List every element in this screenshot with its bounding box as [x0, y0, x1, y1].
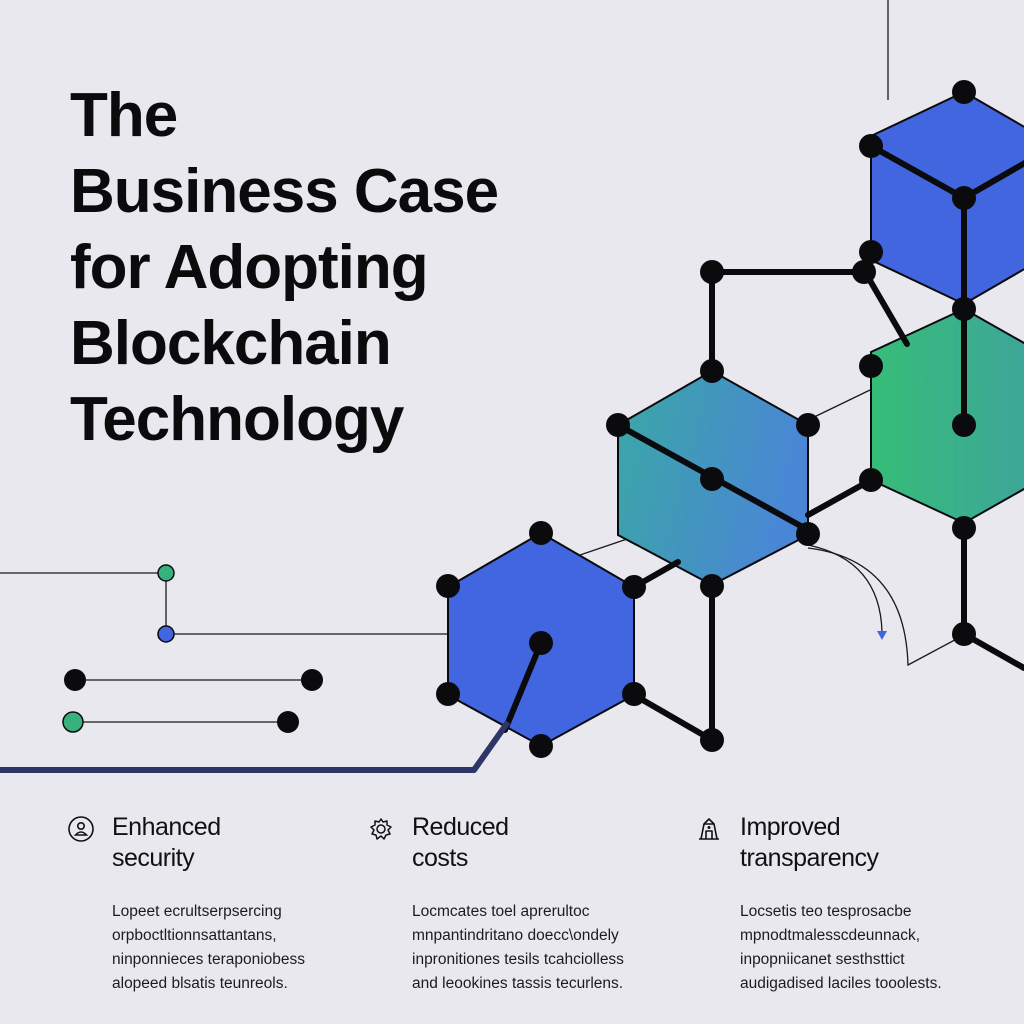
hex-block-right: [870, 307, 1024, 525]
feature-body-line: mnpantindritano doecc\ondely: [412, 927, 619, 944]
feature-body-line: audigadised laciles tooolests.: [740, 975, 942, 992]
feature-title-line: Enhanced: [112, 813, 221, 841]
accent-baseline: [0, 720, 511, 773]
feature-body-line: alopeed blsatis teunreols.: [112, 975, 288, 992]
feature-body-line: inpopniicanet sesthsttict: [740, 951, 905, 968]
building-icon: [699, 818, 719, 840]
feature-title-line: Improved: [740, 813, 841, 841]
feature-description: Lopeet ecrultserpsercing orpboctltionnsa…: [66, 900, 346, 996]
feature-reduced-costs: Reduced costs Locmcates toel aprerultoc …: [366, 812, 646, 996]
thin-connectors: [0, 0, 965, 723]
feature-body-line: and leookines tassis tecurlens.: [412, 975, 624, 992]
node-green: [62, 711, 84, 733]
feature-description: Locmcates toel aprerultoc mnpantindritan…: [366, 900, 646, 996]
feature-body-line: Locsetis teo tesprosacbe: [740, 903, 912, 920]
feature-description: Locsetis teo tesprosacbe mpnodtmalesscde…: [694, 900, 974, 996]
feature-body-line: mpnodtmalesscdeunnack,: [740, 927, 921, 944]
node-blue-small: [157, 625, 175, 643]
arrow-down-icon: [877, 631, 887, 640]
gear-coin-icon: [370, 818, 392, 840]
feature-title-line: security: [112, 844, 195, 872]
feature-title: Reduced costs: [412, 812, 509, 874]
page-title: The Business Case for Adopting Blockchai…: [70, 78, 499, 458]
feature-title-line: transparency: [740, 844, 879, 872]
hex-block-top-right: [870, 90, 1024, 306]
feature-title-line: Reduced: [412, 813, 509, 841]
feature-body-line: inpronitiones tesils tcahciolless: [412, 951, 624, 968]
title-line-3: for Adopting: [70, 233, 429, 302]
feature-body-line: Locmcates toel aprerultoc: [412, 903, 590, 920]
feature-body-line: ninponnieces teraponiobess: [112, 951, 306, 968]
title-line-5: Technology: [70, 385, 404, 454]
chain-nodes: [64, 80, 976, 758]
node-green-small: [157, 564, 175, 582]
lock-user-icon: [68, 816, 94, 842]
feature-body-line: Lopeet ecrultserpsercing: [112, 903, 282, 920]
feature-body-line: orpboctltionnsattantans,: [112, 927, 277, 944]
title-line-4: Blockchain: [70, 309, 392, 378]
feature-improved-transparency: Improved transparency Locsetis teo tespr…: [694, 812, 974, 996]
feature-enhanced-security: Enhanced security Lopeet ecrultserpserci…: [66, 812, 346, 996]
feature-title-line: costs: [412, 844, 468, 872]
title-line-2: Business Case: [70, 157, 499, 226]
feature-title: Enhanced security: [112, 812, 221, 874]
feature-title: Improved transparency: [740, 812, 879, 874]
title-line-1: The: [70, 81, 178, 150]
